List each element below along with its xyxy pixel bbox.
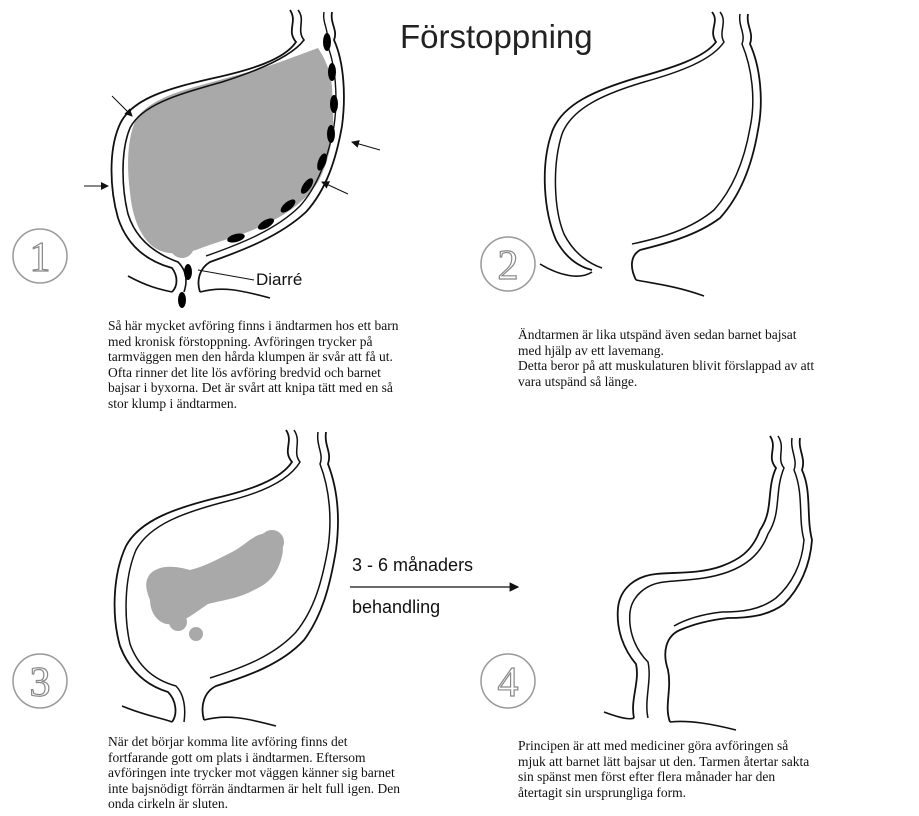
panel-3-illustration: 3: [13, 430, 338, 726]
panel-3-number: 3: [30, 660, 51, 706]
panel-2-illustration: [481, 12, 761, 296]
panel-4-number: 4: [498, 660, 519, 706]
panel-1-illustration: 1: [13, 10, 380, 308]
panel-1-caption: Så här mycket avföring finns i ändtarmen…: [108, 318, 448, 412]
panel-1-number: 1: [30, 235, 51, 281]
panel-3-caption: När det börjar komma lite avföring finns…: [108, 734, 448, 812]
treatment-duration-label: 3 - 6 månaders: [352, 555, 473, 576]
panel-2-number: 2: [498, 243, 519, 289]
panel-2-caption: Ändtarmen är lika utspänd även sedan bar…: [518, 327, 908, 389]
diarrhea-label: Diarré: [256, 270, 302, 290]
diarrhea-pointer: [198, 270, 254, 280]
panel-4-illustration: [481, 436, 812, 730]
treatment-label: behandling: [352, 597, 440, 618]
panel-4-caption: Principen är att med mediciner göra avfö…: [518, 738, 908, 800]
